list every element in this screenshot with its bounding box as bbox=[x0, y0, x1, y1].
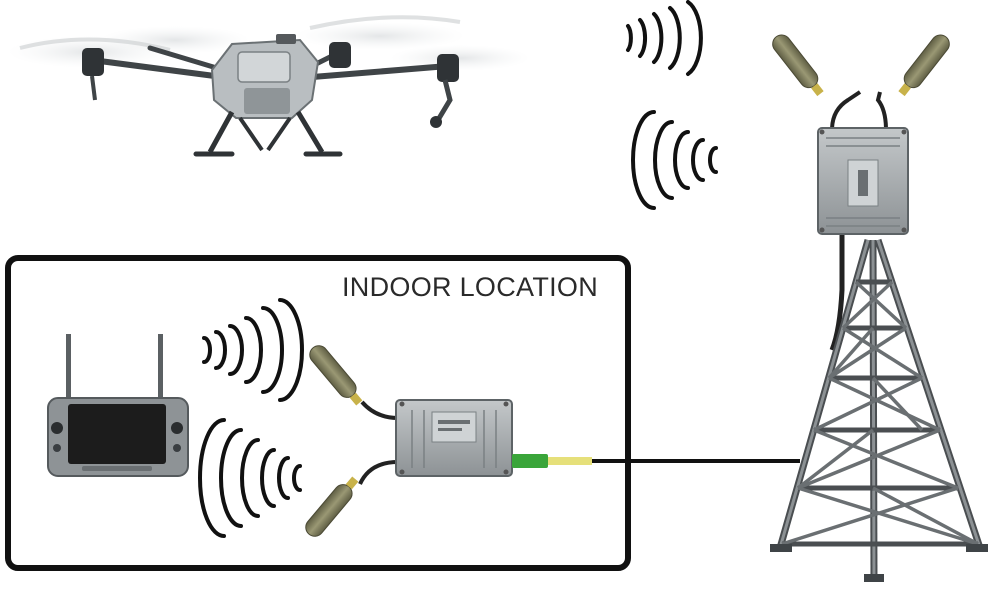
signal-wave-icon bbox=[626, 0, 703, 76]
indoor-repeater-icon bbox=[358, 399, 513, 485]
antenna-icon bbox=[305, 341, 367, 410]
remote-controller-icon bbox=[47, 334, 189, 477]
lattice-tower-icon bbox=[770, 232, 988, 582]
antenna-icon bbox=[893, 30, 954, 100]
antenna-icon bbox=[768, 30, 829, 100]
indoor-location-label: INDOOR LOCATION bbox=[342, 272, 599, 302]
signal-wave-icon bbox=[198, 418, 302, 538]
drone-icon bbox=[8, 15, 530, 157]
signal-wave-icon bbox=[202, 298, 304, 402]
signal-wave-icon bbox=[631, 110, 718, 210]
indoor-location-box bbox=[5, 255, 631, 571]
tower-repeater-icon bbox=[817, 90, 909, 235]
fiber-cable bbox=[512, 454, 800, 468]
antenna-icon bbox=[301, 472, 363, 541]
